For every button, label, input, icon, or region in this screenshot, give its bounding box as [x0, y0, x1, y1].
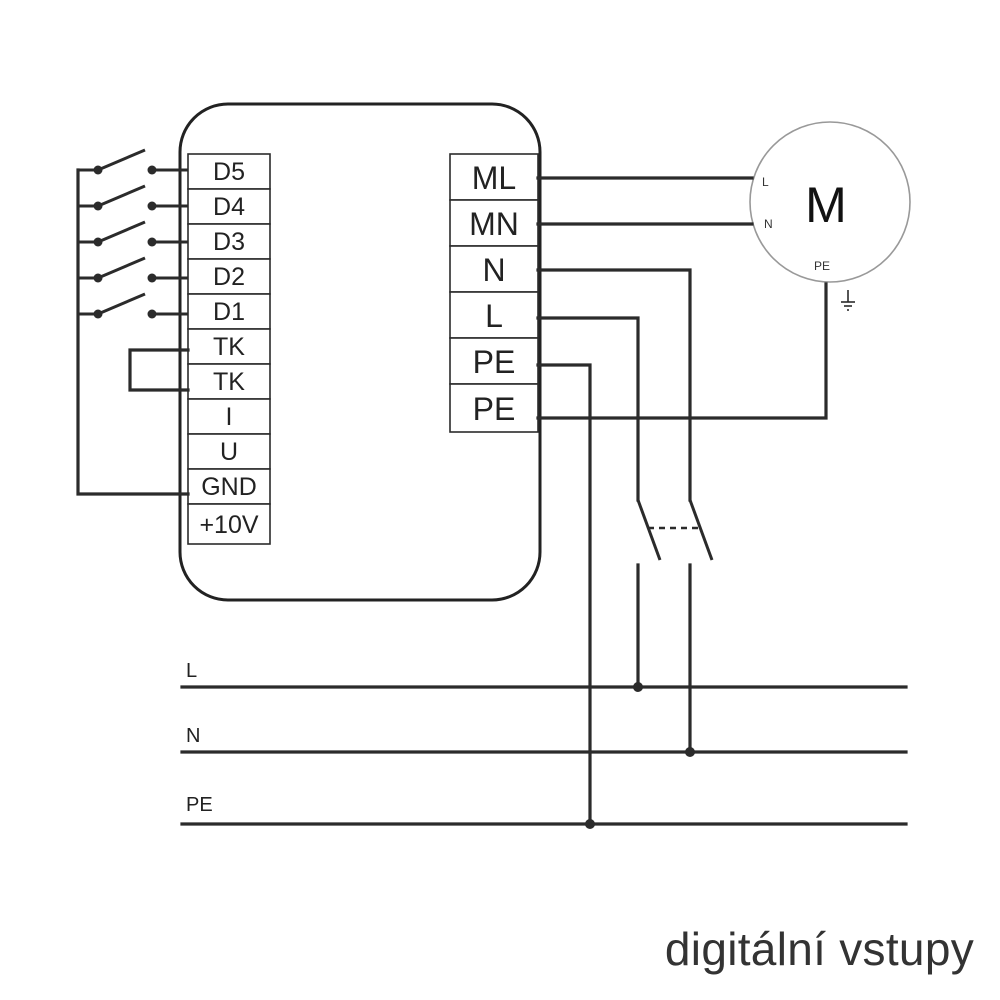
bus-pe-label: PE [186, 794, 213, 816]
caption: digitální vstupy [664, 923, 974, 975]
terminal-d4: D4 [187, 188, 271, 225]
terminal-u: U [187, 433, 271, 470]
terminal-n: N [449, 245, 539, 293]
motor-symbol: M [805, 177, 847, 233]
switch-d2 [78, 256, 188, 283]
switch-common-rail [76, 168, 190, 496]
junction-n [685, 747, 695, 757]
terminal-i: I [187, 398, 271, 435]
terminal-d4-label: D4 [213, 193, 245, 221]
earth-icon [841, 290, 855, 311]
terminal-10v: +10V [187, 503, 271, 545]
digital-input-switches [76, 148, 190, 496]
terminal-gnd-label: GND [201, 473, 257, 501]
motor-wiring [536, 176, 828, 420]
switch-d3 [78, 220, 188, 247]
terminal-d5-label: D5 [213, 158, 245, 186]
junction-pe [585, 819, 595, 829]
switch-d1 [78, 292, 188, 319]
wire-pe-to-bus [536, 363, 592, 826]
terminal-l-label: L [485, 298, 503, 334]
left-terminal-strip: D5 D4 D3 D2 D1 TK TK I [187, 153, 271, 545]
bus-n-label: N [186, 725, 200, 747]
terminal-pe-1: PE [449, 337, 539, 385]
terminal-d1-label: D1 [213, 298, 245, 326]
terminal-ml: ML [449, 153, 539, 201]
motor-circle [749, 121, 911, 283]
terminal-tk-1-label: TK [213, 333, 245, 361]
terminal-d5: D5 [187, 153, 271, 190]
terminal-10v-label: +10V [199, 511, 258, 539]
bus-n: N [180, 725, 908, 754]
switch-d5 [78, 148, 188, 175]
terminal-n-label: N [482, 252, 505, 288]
terminal-d1: D1 [187, 293, 271, 330]
terminal-tk-1: TK [187, 328, 271, 365]
motor: M L N PE [749, 121, 911, 311]
supply-bus: L N PE [180, 660, 908, 829]
bus-l: L [180, 660, 908, 689]
motor-terminal-l: L [762, 175, 769, 189]
bus-l-label: L [186, 660, 197, 682]
terminal-d2-label: D2 [213, 263, 245, 291]
terminal-ml-label: ML [472, 160, 516, 196]
terminal-mn-label: MN [469, 206, 519, 242]
terminal-i-label: I [226, 403, 233, 431]
wire-pe-to-motor-pe [536, 282, 828, 420]
terminal-mn: MN [449, 199, 539, 247]
terminal-d2: D2 [187, 258, 271, 295]
switch-d4 [78, 184, 188, 211]
terminal-pe-2: PE [449, 383, 539, 433]
motor-terminal-n: N [764, 217, 773, 231]
tk-jumper [128, 348, 190, 392]
terminal-l: L [449, 291, 539, 339]
terminal-gnd: GND [187, 468, 271, 505]
isolator-switch [636, 499, 714, 561]
wire-n-terminal [536, 268, 692, 502]
terminal-tk-2-label: TK [213, 368, 245, 396]
bus-pe: PE [180, 794, 908, 826]
motor-terminal-pe: PE [814, 259, 830, 273]
right-terminal-strip: ML MN N L PE PE [449, 153, 539, 433]
terminal-d3: D3 [187, 223, 271, 260]
terminal-pe-2-label: PE [473, 391, 516, 427]
terminal-d3-label: D3 [213, 228, 245, 256]
terminal-pe-1-label: PE [473, 344, 516, 380]
junction-l [633, 682, 643, 692]
supply-wiring [536, 268, 714, 826]
wire-l-terminal [536, 316, 640, 502]
terminal-u-label: U [220, 438, 238, 466]
terminal-tk-2: TK [187, 363, 271, 400]
